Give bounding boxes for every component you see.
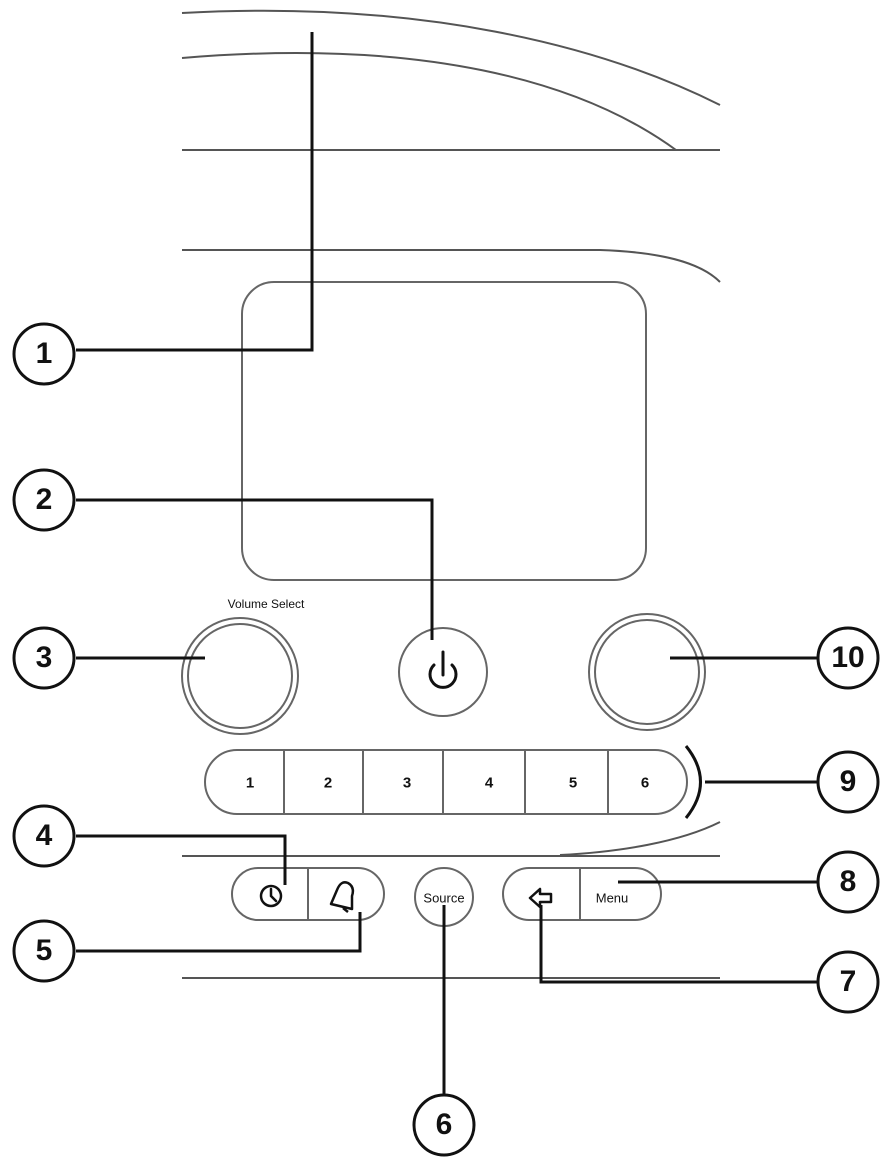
callout-number-7: 7 (839, 965, 857, 998)
callout-circle-3 (12, 626, 76, 690)
callout-circle-10 (816, 626, 880, 690)
callout-number-1: 1 (35, 337, 53, 370)
callout-number-3: 3 (35, 641, 53, 674)
callout-number-8: 8 (839, 865, 857, 898)
preset-button-1[interactable]: 1 (245, 774, 255, 792)
preset-button-bar (204, 749, 688, 815)
leader-5 (76, 912, 362, 953)
clock-icon (259, 884, 283, 908)
volume-select-label: Volume Select (227, 597, 305, 611)
volume-select-knob[interactable] (181, 617, 299, 735)
back-arrow-icon (528, 887, 553, 909)
leader-7 (539, 905, 818, 984)
callout-number-6: 6 (435, 1108, 453, 1141)
housing-outline (181, 9, 721, 979)
leader-lines (76, 32, 818, 1100)
callout-number-9: 9 (839, 765, 857, 798)
callout-circle-4 (12, 804, 76, 868)
preset-button-2[interactable]: 2 (323, 774, 333, 792)
clock-alarm-button-group (231, 867, 385, 921)
callout-circle-7 (816, 950, 880, 1014)
leader-2 (76, 498, 434, 640)
callout-number-10: 10 (831, 641, 865, 674)
callout-number-5: 5 (35, 934, 53, 967)
callout-circle-5 (12, 919, 76, 983)
bell-icon (329, 881, 355, 913)
preset-bracket (684, 745, 702, 819)
callout-circle-1 (12, 322, 76, 386)
callout-circle-2 (12, 468, 76, 532)
callout-circles (12, 322, 880, 1157)
power-icon (428, 650, 458, 689)
callout-number-4: 4 (35, 819, 53, 852)
leader-1 (76, 32, 314, 352)
preset-button-3[interactable]: 3 (402, 774, 412, 792)
power-button[interactable] (398, 627, 488, 717)
callout-circle-6 (412, 1093, 476, 1157)
back-menu-button-group (502, 867, 662, 921)
callout-circle-9 (816, 750, 880, 814)
preset-button-4[interactable]: 4 (484, 774, 494, 792)
preset-button-6[interactable]: 6 (640, 774, 650, 792)
preset-button-5[interactable]: 5 (568, 774, 578, 792)
tuning-knob[interactable] (588, 613, 706, 731)
leader-4 (76, 834, 287, 885)
callout-number-2: 2 (35, 483, 53, 516)
callout-circle-8 (816, 850, 880, 914)
source-button-label[interactable]: Source (423, 890, 465, 906)
menu-button-label[interactable]: Menu (595, 890, 629, 906)
display-screen (241, 281, 647, 581)
